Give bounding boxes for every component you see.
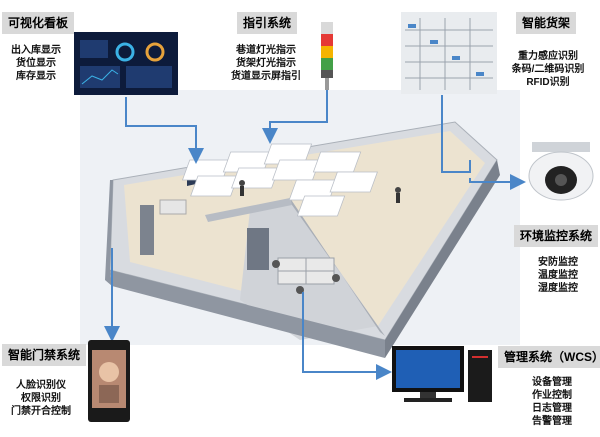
- connector-lines: [104, 90, 526, 380]
- dome-camera-image: [528, 142, 594, 201]
- access-item: 权限识别: [21, 393, 61, 404]
- wcs-item: 日志管理: [532, 403, 572, 414]
- env-desc: 安防监控 温度监控 湿度监控: [528, 256, 588, 295]
- env-label: 环境监控系统: [514, 225, 599, 247]
- shelf-photo-image: [401, 12, 497, 94]
- wcs-label: 管理系统（WCS）: [498, 346, 600, 368]
- face-terminal-image: [88, 340, 130, 422]
- front-wall: [110, 270, 385, 358]
- stack-light-image: [321, 22, 333, 90]
- office-door: [247, 228, 269, 270]
- guide-label: 指引系统: [237, 12, 298, 34]
- dashboard-item: 库存显示: [16, 71, 56, 82]
- shelf-desc: 重力感应识别 条码/二维码识别 RFID识别: [506, 50, 590, 89]
- shelf-rows: [181, 143, 378, 217]
- left-wall: [105, 180, 113, 286]
- door-left: [140, 205, 154, 255]
- dashboard-desc: 出入库显示 货位显示 库存显示: [6, 44, 66, 83]
- guide-desc: 巷道灯光指示 货架灯光指示 货道显示屏指引: [226, 44, 306, 83]
- shelf-item: 重力感应识别: [518, 51, 578, 62]
- env-item: 温度监控: [538, 270, 578, 281]
- access-item: 门禁开合控制: [11, 406, 71, 417]
- access-desc: 人脸识别仪 权限识别 门禁开合控制: [8, 379, 74, 418]
- side-wall: [385, 160, 500, 358]
- wcs-desc: 设备管理 作业控制 日志管理 告警管理: [520, 376, 584, 428]
- guide-item: 货架灯光指示: [236, 58, 296, 69]
- dashboard-label: 可视化看板: [2, 12, 75, 34]
- env-item: 安防监控: [538, 257, 578, 268]
- shelf-item: RFID识别: [526, 77, 570, 88]
- guide-item: 巷道灯光指示: [236, 45, 296, 56]
- person-1: [239, 180, 245, 186]
- access-label: 智能门禁系统: [2, 344, 87, 366]
- wcs-item: 作业控制: [532, 390, 572, 401]
- guide-item: 货道显示屏指引: [231, 71, 301, 82]
- partition-wall: [205, 198, 292, 222]
- person-1-body: [240, 186, 244, 196]
- wcs-item: 设备管理: [532, 377, 572, 388]
- shelf-label: 智能货架: [516, 12, 577, 34]
- reception-desk: [159, 199, 187, 215]
- wcs-item: 告警管理: [532, 416, 572, 427]
- access-item: 人脸识别仪: [16, 380, 66, 391]
- dashboard-screen-image: [74, 32, 178, 95]
- person-2-body: [396, 193, 400, 203]
- shelf-item: 条码/二维码识别: [511, 64, 585, 75]
- dashboard-item: 货位显示: [16, 58, 56, 69]
- dashboard-item: 出入库显示: [11, 45, 61, 56]
- office-desks: [272, 257, 340, 294]
- env-item: 湿度监控: [538, 283, 578, 294]
- computer-image: [392, 346, 492, 402]
- person-2: [395, 187, 401, 193]
